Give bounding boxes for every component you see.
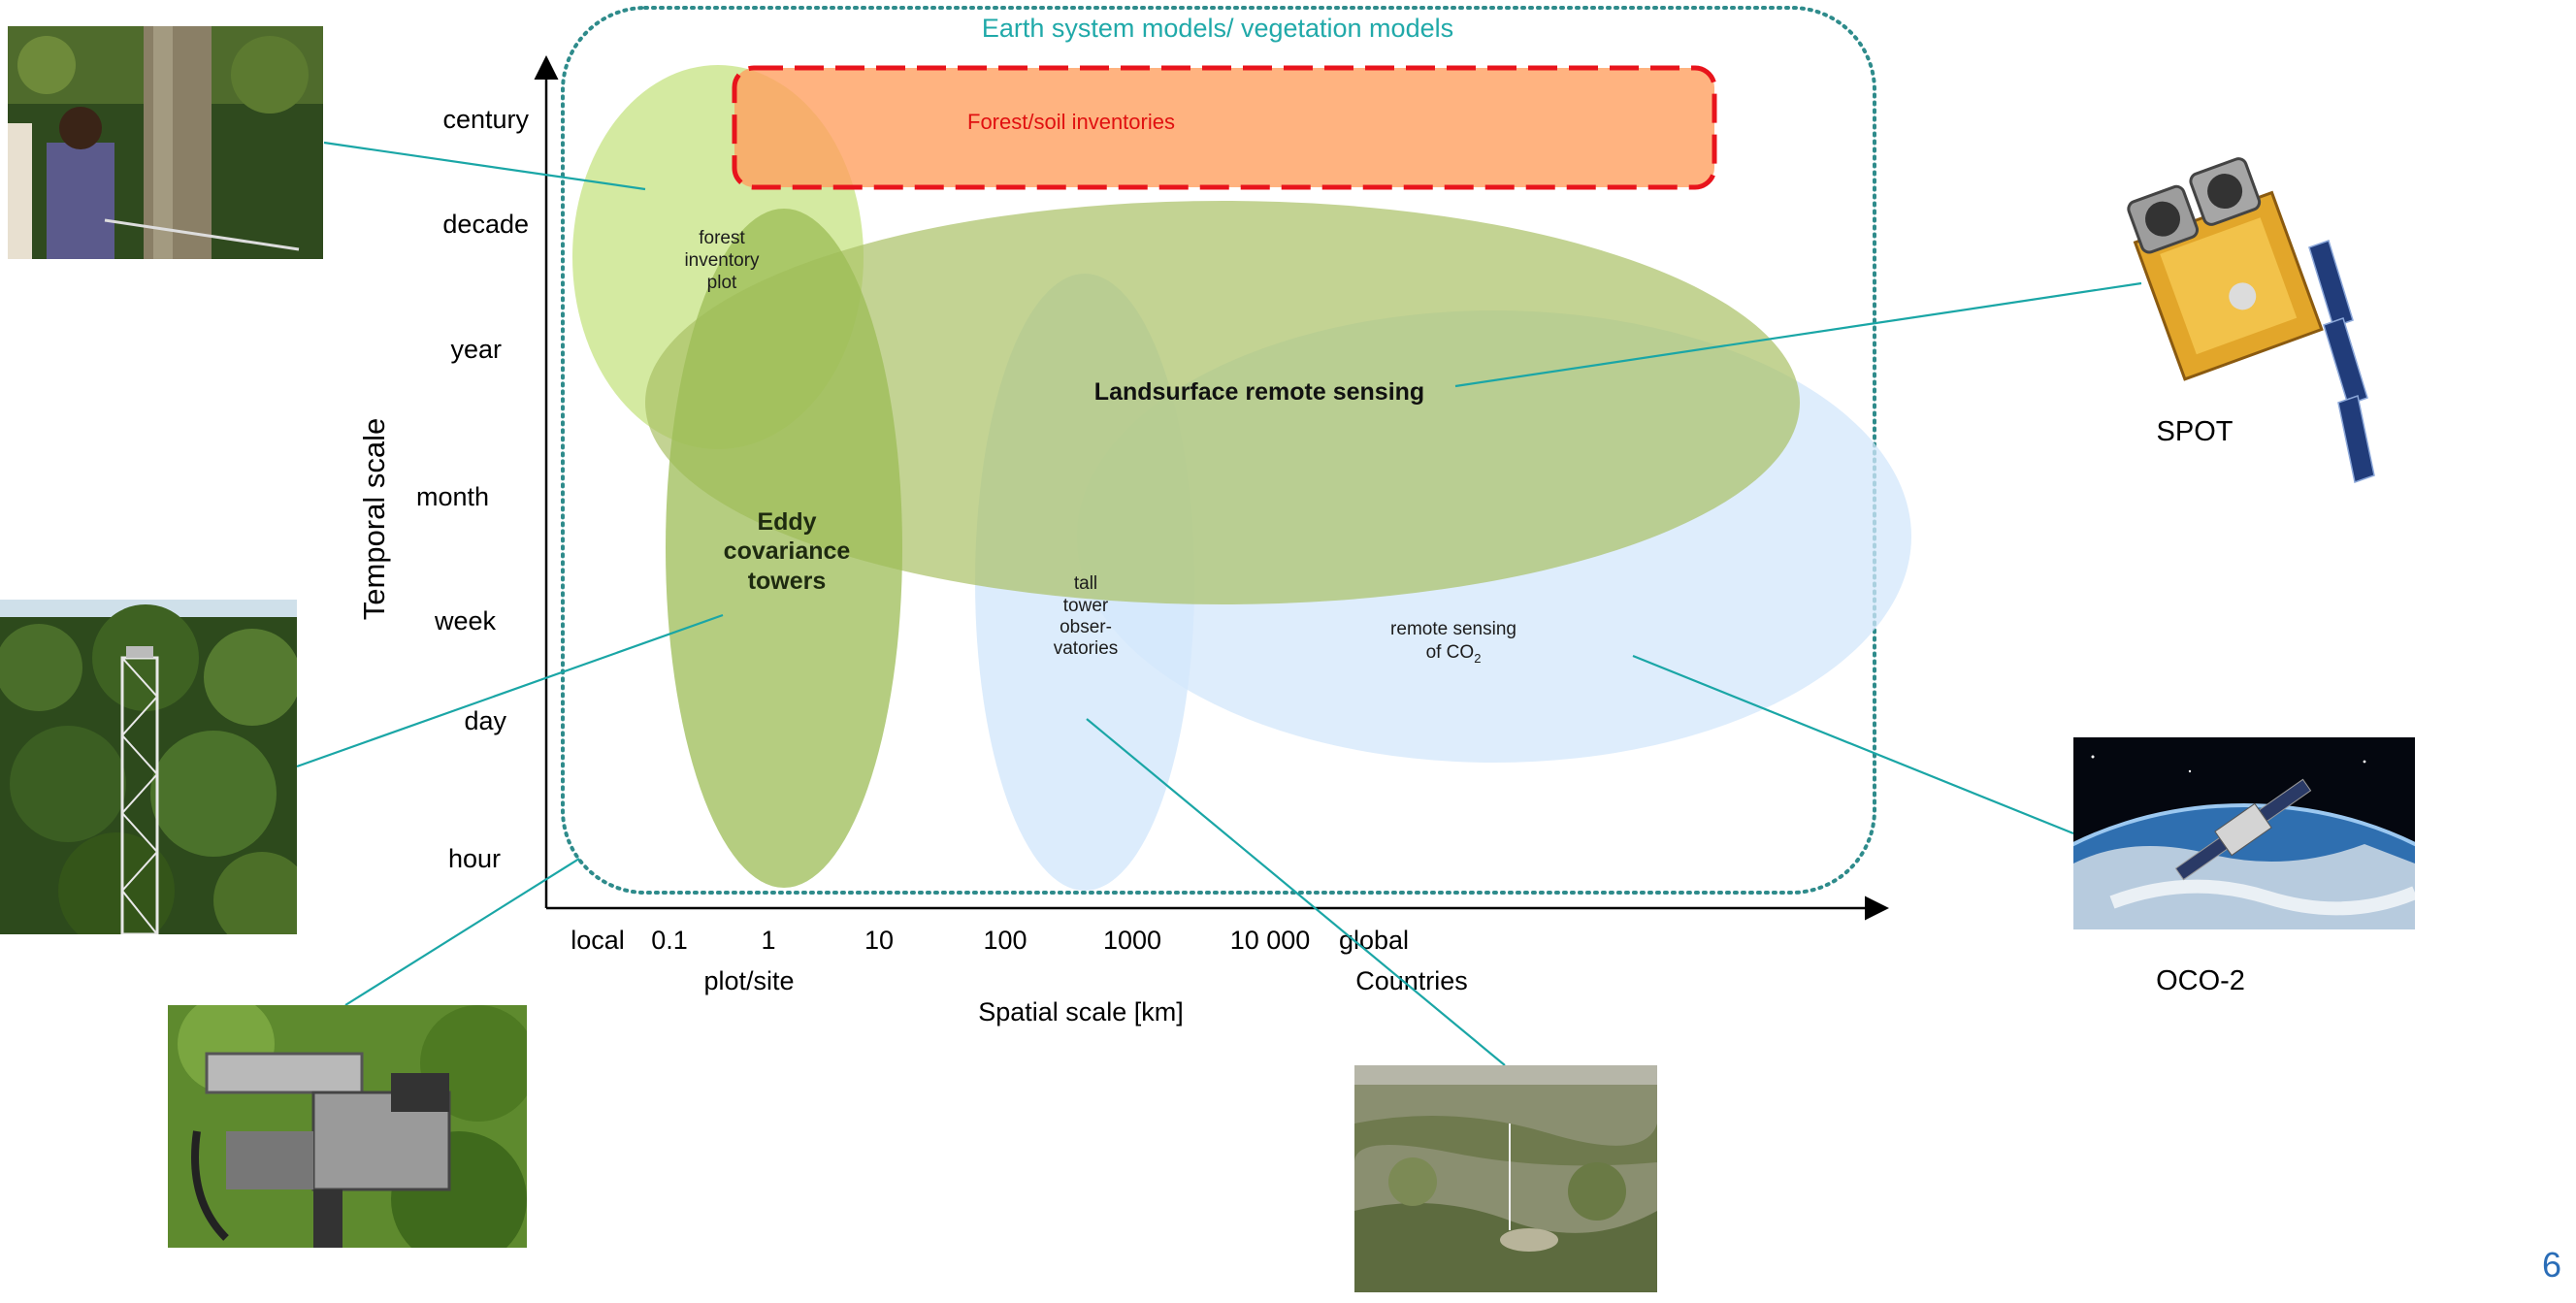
- tall-tower-photo: [1354, 1065, 1657, 1292]
- tall-tower-label-1: tall: [1074, 573, 1097, 594]
- oco2-label: OCO-2: [2156, 965, 2245, 996]
- earth-system-title: Earth system models/ vegetation models: [982, 14, 1453, 43]
- landsurface-label: Landsurface remote sensing: [1094, 378, 1424, 406]
- x-tick-1: 1: [761, 926, 775, 955]
- leader-line-spot: [1454, 281, 2142, 388]
- spot-label: SPOT: [2157, 416, 2234, 447]
- x-tick-0-1: 0.1: [651, 926, 688, 955]
- tall-tower-label-4: vatories: [1054, 638, 1119, 659]
- x-tick-10: 10: [864, 926, 894, 955]
- inventories-region: [732, 65, 1717, 190]
- forest-plot-label-3: plot: [707, 273, 737, 293]
- field-instrument-photo: [168, 1005, 527, 1248]
- x-sublabel-countries: Countries: [1355, 966, 1468, 995]
- eddy-label-1: Eddy: [757, 508, 816, 536]
- co2-label-1: remote sensing: [1390, 619, 1516, 639]
- x-tick-global: global: [1339, 926, 1409, 955]
- oco2-satellite-image: [2073, 737, 2415, 929]
- co2-label-subscript: 2: [1474, 651, 1481, 666]
- co2-label-2: of CO2: [1426, 642, 1482, 666]
- leader-line-forest-plot: [323, 141, 646, 191]
- co2-label-prefix: of CO: [1426, 642, 1475, 663]
- eddy-label-2: covariance: [724, 537, 851, 565]
- leader-line-field-instrument: [344, 858, 580, 1006]
- x-tick-local: local: [571, 926, 625, 955]
- y-axis-title: Temporal scale: [357, 418, 391, 620]
- y-tick-hour: hour: [448, 844, 501, 873]
- x-tick-10000: 10 000: [1230, 926, 1311, 955]
- y-tick-day: day: [464, 706, 506, 735]
- y-tick-year: year: [450, 335, 502, 364]
- eddy-covariance-region: [666, 209, 902, 888]
- x-axis-title: Spatial scale [km]: [978, 997, 1184, 1026]
- y-tick-week: week: [434, 606, 497, 635]
- x-sublabel-plot-site: plot/site: [703, 966, 794, 995]
- y-tick-decade: decade: [442, 210, 529, 239]
- eddy-tower-photo: [0, 600, 297, 934]
- eddy-label-3: towers: [748, 568, 827, 595]
- leader-line-tall-tower: [1086, 718, 1506, 1066]
- tall-tower-label-2: tower: [1063, 596, 1109, 616]
- leader-line-eddy: [296, 613, 724, 768]
- y-tick-month: month: [416, 482, 489, 511]
- forest-inventory-photo: [8, 26, 323, 259]
- spot-satellite-image: [2120, 155, 2377, 490]
- landsurface-region: [645, 201, 1800, 604]
- inventories-label: Forest/soil inventories: [967, 110, 1175, 134]
- tall-tower-label-3: obser-: [1060, 617, 1112, 637]
- x-tick-1000: 1000: [1103, 926, 1161, 955]
- forest-plot-label-1: forest: [699, 228, 745, 248]
- forest-plot-label-2: inventory: [684, 250, 760, 271]
- leader-line-oco2: [1632, 654, 2074, 835]
- slide-number: 6: [2542, 1245, 2561, 1285]
- y-tick-century: century: [442, 105, 529, 134]
- x-tick-100: 100: [983, 926, 1027, 955]
